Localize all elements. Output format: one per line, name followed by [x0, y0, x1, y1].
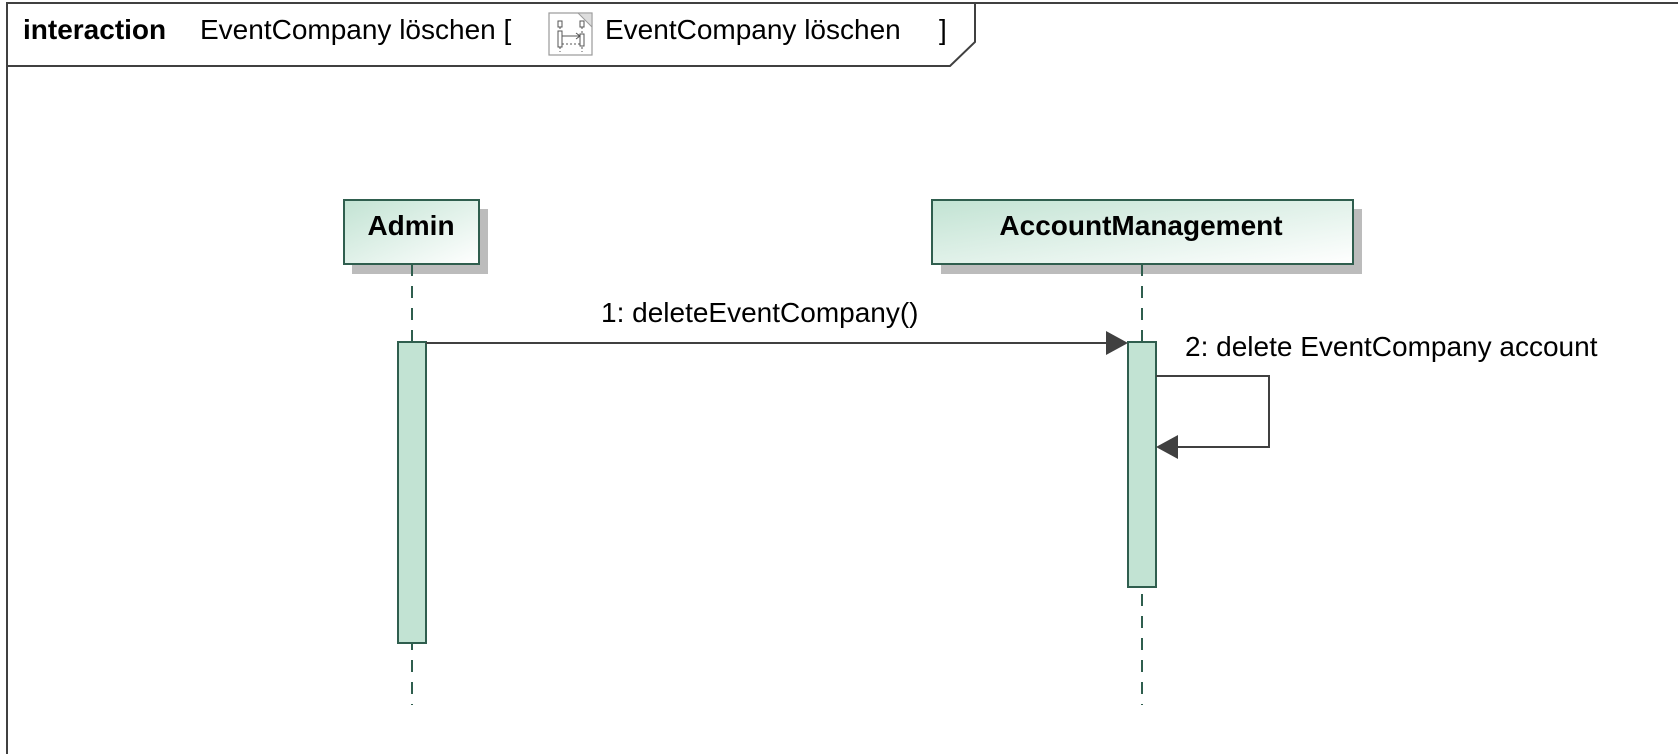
activation-bar	[1127, 341, 1157, 588]
message-label: 1: deleteEventCompany()	[601, 297, 919, 328]
message-1[interactable]: 1: deleteEventCompany()	[426, 297, 1128, 355]
lifeline-title: AccountManagement	[999, 210, 1282, 241]
message-2[interactable]: 2: delete EventCompany account	[1156, 331, 1598, 459]
lifeline-title: Admin	[367, 210, 454, 241]
message-label: 2: delete EventCompany account	[1185, 331, 1598, 362]
frame-title: EventCompany löschen [	[200, 14, 512, 45]
frame-border	[6, 2, 1678, 754]
lifeline-head[interactable]	[343, 199, 480, 265]
frame-name-tab	[7, 3, 976, 67]
frame-close-bracket: ]	[939, 14, 947, 45]
frame-diagram-link[interactable]: EventCompany löschen	[605, 14, 901, 45]
filled-arrowhead-icon	[1106, 331, 1128, 355]
interaction-frame: interaction EventCompany löschen [ Event…	[6, 2, 1678, 754]
lifeline-accountmanagement[interactable]: AccountManagement	[931, 199, 1362, 705]
frame-keyword: interaction	[23, 14, 166, 45]
filled-arrowhead-icon	[1156, 435, 1178, 459]
sequence-diagram-icon[interactable]	[548, 12, 593, 56]
message-arrow-line	[1156, 375, 1270, 448]
activation-bar	[397, 341, 427, 644]
lifeline-admin[interactable]: Admin	[343, 199, 488, 705]
